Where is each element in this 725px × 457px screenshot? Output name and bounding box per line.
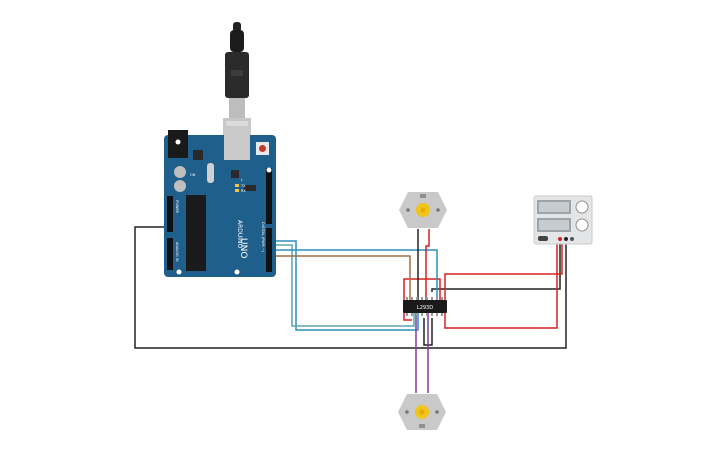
- wire-signal-blue-1[interactable]: [273, 240, 419, 331]
- wire-vcc-3[interactable]: [403, 278, 441, 301]
- digital-header-top: [266, 168, 272, 224]
- rx-led-label: RX: [241, 189, 246, 193]
- analog-header-label: ANALOG IN: [175, 242, 179, 262]
- mounting-hole: [175, 139, 181, 145]
- wire-motor-top-red[interactable]: [425, 229, 430, 300]
- arduino-uno-board[interactable]: ARDUINO UNO DIGITAL (PWM ~) ANALOG IN PO…: [164, 126, 276, 277]
- mounting-hole: [266, 167, 272, 173]
- wire-signal-blue-2[interactable]: [273, 249, 438, 300]
- wire-signal-teal[interactable]: [273, 244, 415, 327]
- power-header: [167, 196, 173, 232]
- wire-gnd-arduino[interactable]: [134, 226, 567, 349]
- chip-pins-bottom: [406, 313, 443, 316]
- analog-header: [167, 238, 173, 270]
- wire-gnd-driver[interactable]: [431, 240, 561, 292]
- tx-led-label: TX: [240, 184, 246, 188]
- usb-port: [224, 126, 250, 160]
- voltage-knob[interactable]: [575, 200, 589, 214]
- chip-pins-top: [406, 297, 443, 300]
- dc-motor-bottom[interactable]: [398, 394, 446, 430]
- l293d-motor-driver[interactable]: L293D: [403, 297, 447, 316]
- dc-motor-top[interactable]: [399, 192, 447, 228]
- atmega-chip: [186, 195, 206, 271]
- on-led-label: ON: [190, 173, 196, 177]
- ground-terminal[interactable]: [570, 237, 574, 241]
- arduino-brand-label: ARDUINO: [236, 220, 243, 249]
- wire-vcc-1[interactable]: [444, 240, 563, 300]
- arduino-model-label: UNO: [238, 238, 248, 258]
- wire-signal-brown[interactable]: [273, 255, 411, 300]
- wire-vcc-4[interactable]: [403, 313, 412, 321]
- wire-vcc-2[interactable]: [444, 240, 558, 329]
- capacitor: [174, 166, 186, 178]
- negative-terminal[interactable]: [564, 237, 568, 241]
- mounting-hole: [176, 269, 182, 275]
- current-knob[interactable]: [575, 218, 589, 232]
- digital-header-label: DIGITAL (PWM ~): [261, 222, 265, 253]
- l-led-label: L: [241, 178, 243, 182]
- wires: [134, 226, 567, 393]
- driver-chip-label: L293D: [417, 305, 433, 311]
- mounting-hole: [234, 269, 240, 275]
- power-header-label: POWER: [175, 200, 179, 214]
- digital-header-bottom: [266, 228, 272, 272]
- positive-terminal[interactable]: [558, 237, 562, 241]
- power-switch[interactable]: [538, 236, 548, 241]
- capacitor: [174, 180, 186, 192]
- dc-power-supply[interactable]: [533, 195, 593, 245]
